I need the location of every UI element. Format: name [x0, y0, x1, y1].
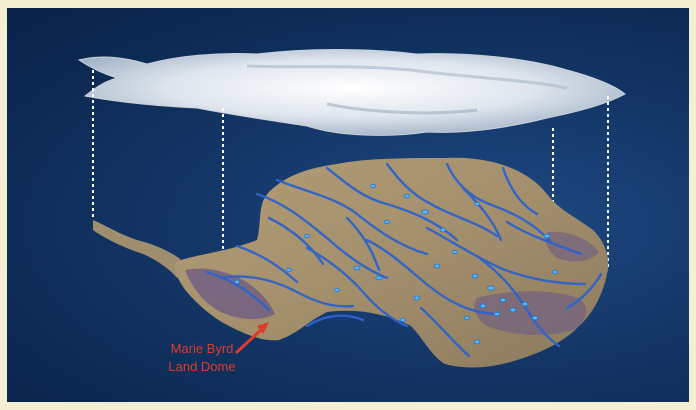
subglacial-lakes: [234, 183, 559, 345]
antarctica-scene: Marie Byrd Land Dome: [7, 8, 689, 402]
annotation-arrow: [235, 322, 269, 354]
label-line-2: Land Dome: [168, 359, 236, 374]
ice-sheet: [77, 49, 626, 136]
antarctica-illustration: [77, 49, 626, 368]
label-line-1: Marie Byrd: [170, 341, 234, 356]
antarctica-land: [93, 157, 609, 368]
marie-byrd-land-dome-label: Marie Byrd Land Dome: [137, 340, 267, 376]
subglacial-channels: [205, 162, 603, 358]
